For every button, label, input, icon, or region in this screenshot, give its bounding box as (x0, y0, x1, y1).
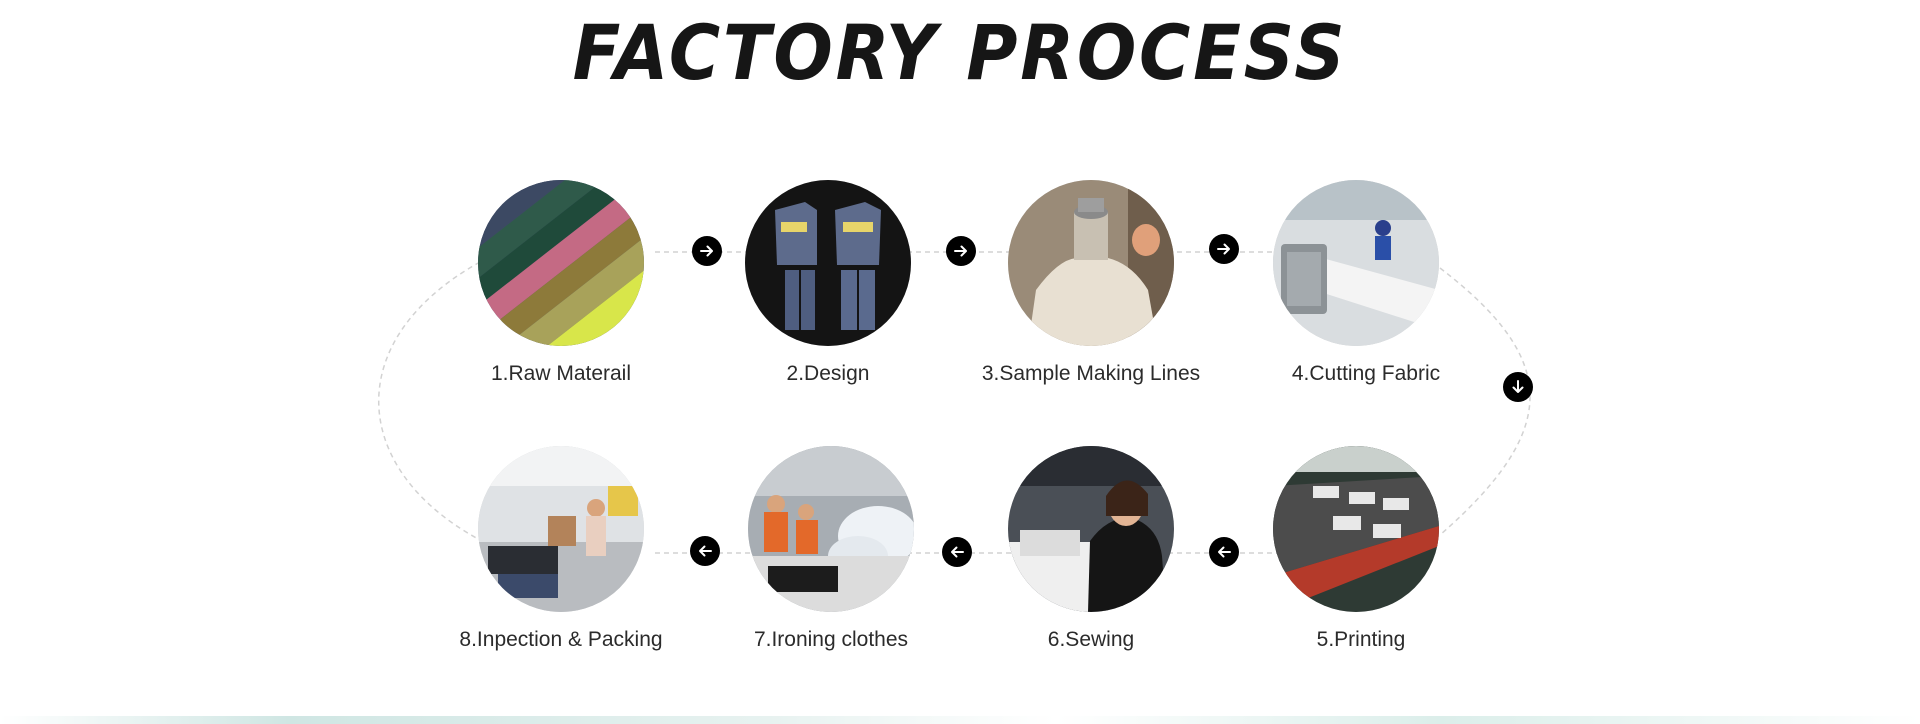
arrow-right-icon (1209, 234, 1239, 264)
ironing-image (748, 446, 914, 612)
arrow-right-icon (946, 236, 976, 266)
arrow-down-icon (1503, 372, 1533, 402)
arrow-left-icon (942, 537, 972, 567)
step-label-cutting-fabric: 4.Cutting Fabric (1226, 362, 1506, 386)
step-label-ironing: 7.Ironing clothes (691, 628, 971, 652)
sewing-image (1008, 446, 1174, 612)
cutting-fabric-image (1273, 180, 1439, 346)
sample-making-image (1008, 180, 1174, 346)
arrow-left-icon (1209, 537, 1239, 567)
raw-material-image (478, 180, 644, 346)
step-label-inspection-packing: 8.Inpection & Packing (421, 628, 701, 652)
design-image (745, 180, 911, 346)
step-label-raw-material: 1.Raw Materail (421, 362, 701, 386)
step-label-design: 2.Design (688, 362, 968, 386)
step-label-sewing: 6.Sewing (951, 628, 1231, 652)
arrow-right-icon (692, 236, 722, 266)
printing-image (1273, 446, 1439, 612)
arrow-left-icon (690, 536, 720, 566)
step-label-sample-making: 3.Sample Making Lines (951, 362, 1231, 386)
bottom-decor-band (0, 716, 1920, 724)
step-label-printing: 5.Printing (1221, 628, 1501, 652)
inspection-packing-image (478, 446, 644, 612)
